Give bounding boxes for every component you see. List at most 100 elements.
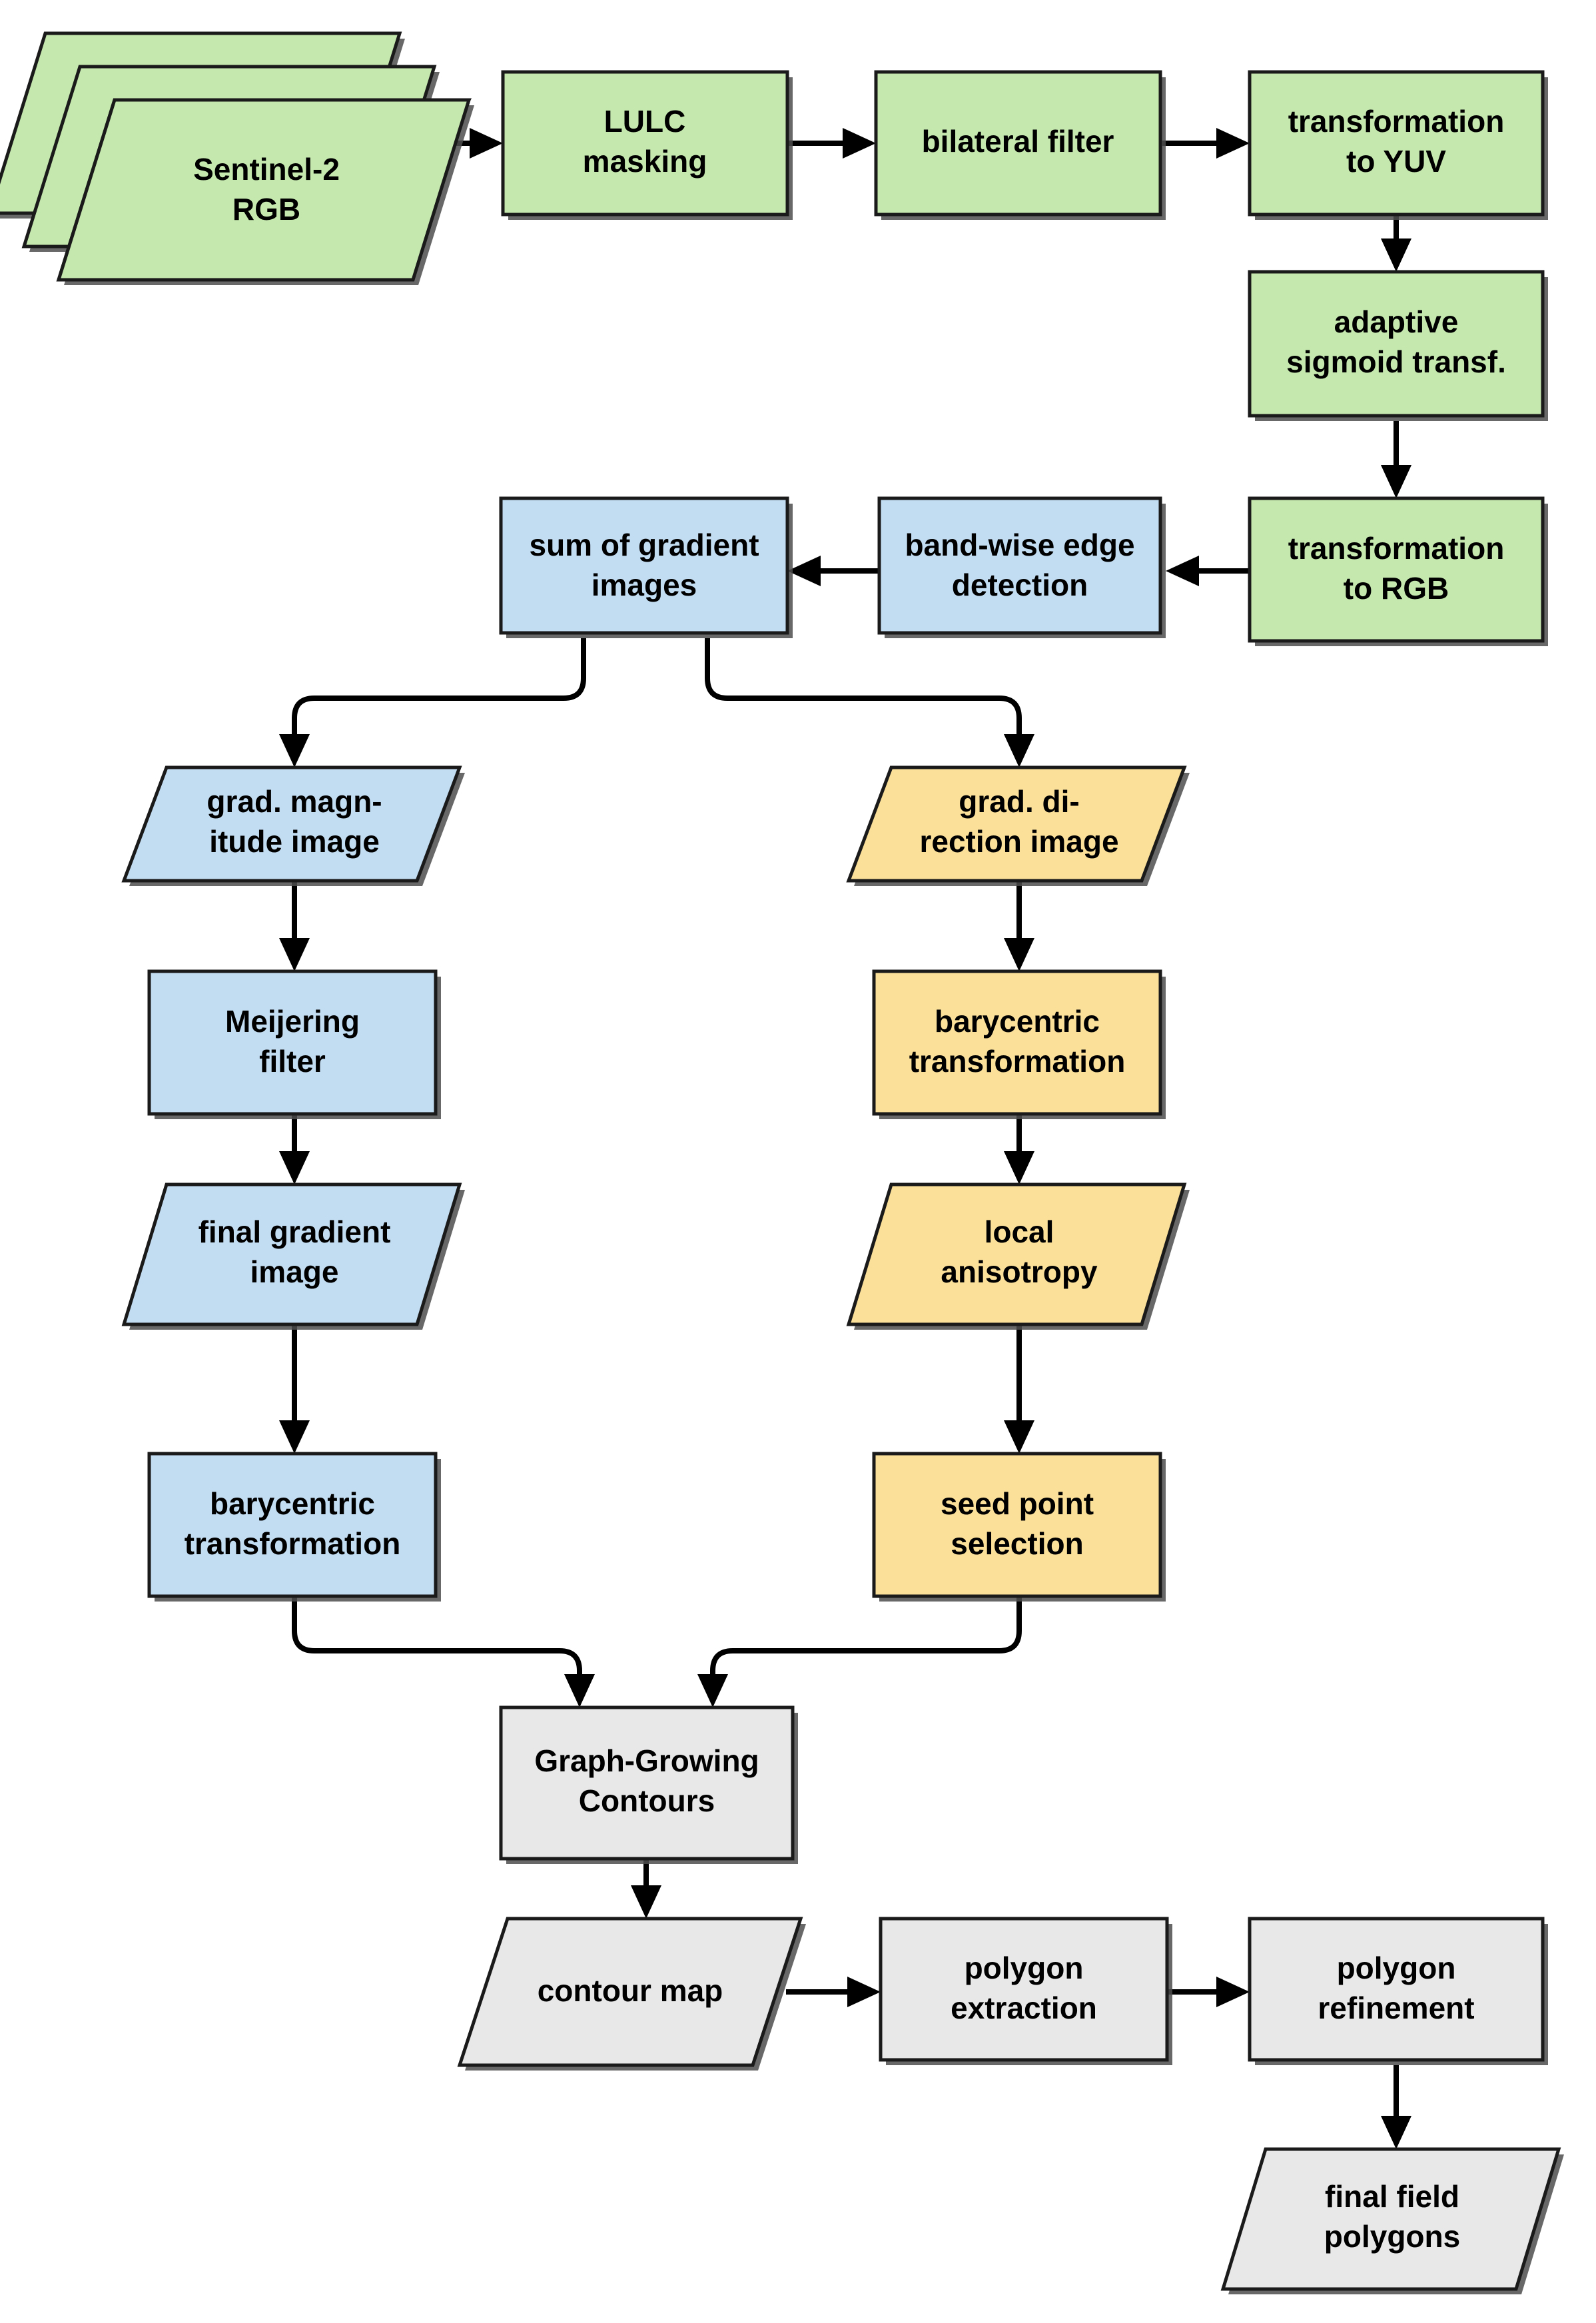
node-label-sentinel2-line2: RGB: [232, 192, 300, 227]
final-field-polygons-shape: [1220, 2147, 1561, 2291]
node-polygon-refinement[interactable]: polygon refinement: [1248, 1917, 1548, 2065]
lulc-masking-box: [501, 70, 789, 217]
node-label-edge-line2: detection: [952, 568, 1088, 602]
node-label-barycentric-right-line1: barycentric: [935, 1004, 1100, 1039]
final-gradient-image-shape: [121, 1182, 462, 1326]
node-barycentric-transformation-right[interactable]: barycentric transformation: [872, 969, 1166, 1119]
node-label-sigmoid-line2: sigmoid transf.: [1286, 344, 1506, 379]
node-bilateral-filter[interactable]: bilateral filter: [874, 70, 1166, 220]
node-label-grad-direction-line2: rection image: [919, 824, 1118, 859]
node-label-lulc-line1: LULC: [604, 104, 686, 139]
node-seed-point-selection[interactable]: seed point selection: [872, 1452, 1166, 1602]
node-label-meijering-line1: Meijering: [225, 1004, 360, 1039]
node-label-meijering-line2: filter: [259, 1044, 326, 1079]
edge-magnitude-to-meijering: [279, 881, 310, 971]
node-label-polygon-refinement-line2: refinement: [1318, 1991, 1474, 2025]
node-label-local-anisotropy-line1: local: [985, 1214, 1054, 1249]
edge-sum-to-grad-magnitude: [279, 638, 586, 767]
edge-bilateral-to-yuv: [1162, 128, 1250, 159]
edge-final-gradient-to-barycentric: [279, 1324, 310, 1454]
node-barycentric-transformation-left[interactable]: barycentric transformation: [147, 1452, 441, 1602]
node-label-seed-point-line1: seed point: [941, 1486, 1094, 1521]
grad-direction-image-shape: [846, 765, 1187, 883]
node-sentinel2-rgb[interactable]: Sentinel-2 RGB: [0, 31, 474, 285]
node-label-polygon-extraction-line2: extraction: [951, 1991, 1097, 2025]
node-label-barycentric-left-line1: barycentric: [210, 1486, 375, 1521]
node-label-final-gradient-line2: image: [250, 1254, 339, 1289]
node-grad-magnitude-image[interactable]: grad. magn- itude image: [121, 765, 465, 886]
node-contour-map[interactable]: contour map: [457, 1917, 806, 2071]
edge-sum-to-grad-direction: [705, 638, 1034, 767]
node-transformation-to-yuv[interactable]: transformation to YUV: [1248, 70, 1548, 220]
node-label-polygon-extraction-line1: polygon: [965, 1951, 1084, 1985]
edge-yuv-to-sigmoid: [1381, 215, 1411, 272]
node-label-barycentric-right-line2: transformation: [909, 1044, 1126, 1079]
node-adaptive-sigmoid-transform[interactable]: adaptive sigmoid transf.: [1248, 270, 1548, 421]
edge-refinement-to-final-polygons: [1381, 2065, 1411, 2149]
node-lulc-masking[interactable]: LULC masking: [501, 70, 793, 220]
bilateral-filter-box: [874, 70, 1162, 217]
node-label-polygon-refinement-line1: polygon: [1337, 1951, 1456, 1985]
node-sum-of-gradient-images[interactable]: sum of gradient images: [499, 496, 793, 638]
node-label-lulc-line2: masking: [583, 144, 707, 179]
polygon-refinement-box: [1248, 1917, 1545, 2062]
band-wise-edge-detection-box: [877, 496, 1162, 635]
contour-map-shape: [457, 1917, 803, 2067]
node-label-final-gradient-line1: final gradient: [199, 1214, 391, 1249]
node-label-sentinel2-line1: Sentinel-2: [193, 152, 340, 187]
node-label-graph-growing-line1: Graph-Growing: [534, 1743, 759, 1778]
node-local-anisotropy[interactable]: local anisotropy: [846, 1182, 1190, 1330]
node-label-local-anisotropy-line2: anisotropy: [941, 1254, 1098, 1289]
seed-point-selection-box: [872, 1452, 1162, 1598]
graph-growing-contours-box: [499, 1705, 795, 1861]
node-label-grad-magnitude-line1: grad. magn-: [206, 784, 382, 819]
node-final-field-polygons[interactable]: final field polygons: [1220, 2147, 1564, 2294]
transformation-to-rgb-box: [1248, 496, 1545, 643]
edge-graph-to-contour-map: [631, 1859, 661, 1919]
node-final-gradient-image[interactable]: final gradient image: [121, 1182, 465, 1330]
adaptive-sigmoid-box: [1248, 270, 1545, 418]
node-label-graph-growing-line2: Contours: [579, 1783, 715, 1818]
node-label-contour-map: contour map: [538, 1973, 723, 2008]
node-transformation-to-rgb[interactable]: transformation to RGB: [1248, 496, 1548, 646]
node-grad-direction-image[interactable]: grad. di- rection image: [846, 765, 1190, 886]
edge-direction-to-barycentric: [1004, 881, 1034, 971]
barycentric-transformation-left-box: [147, 1452, 438, 1598]
meijering-filter-box: [147, 969, 438, 1116]
node-label-seed-point-line2: selection: [951, 1526, 1083, 1561]
edge-contour-to-extraction: [786, 1977, 881, 2007]
edge-meijering-to-final-gradient: [279, 1114, 310, 1184]
node-label-grad-magnitude-line2: itude image: [209, 824, 380, 859]
node-label-edge-line1: band-wise edge: [905, 528, 1134, 562]
local-anisotropy-shape: [846, 1182, 1187, 1326]
node-graph-growing-contours[interactable]: Graph-Growing Contours: [499, 1705, 798, 1864]
grad-magnitude-image-shape: [121, 765, 462, 883]
node-label-yuv-line2: to YUV: [1346, 144, 1446, 179]
node-label-sum-line1: sum of gradient: [529, 528, 759, 562]
edge-sigmoid-to-rgb: [1381, 421, 1411, 498]
node-label-barycentric-left-line2: transformation: [185, 1526, 401, 1561]
edge-anisotropy-to-seed-point: [1004, 1324, 1034, 1454]
edge-lulc-to-bilateral: [787, 128, 876, 159]
transformation-to-yuv-box: [1248, 70, 1545, 217]
node-label-sigmoid-line1: adaptive: [1334, 304, 1459, 339]
node-band-wise-edge-detection[interactable]: band-wise edge detection: [877, 496, 1166, 638]
node-label-grad-direction-line1: grad. di-: [959, 784, 1079, 819]
polygon-extraction-box: [879, 1917, 1169, 2062]
node-label-final-polygons-line2: polygons: [1324, 2219, 1460, 2254]
node-label-rgb-line2: to RGB: [1344, 571, 1449, 606]
edge-layer: [279, 128, 1411, 2149]
edge-seed-point-to-graph: [697, 1596, 1022, 1707]
node-label-bilateral: bilateral filter: [922, 124, 1114, 159]
edge-detection-to-sum: [787, 556, 879, 586]
node-label-final-polygons-line1: final field: [1325, 2179, 1459, 2214]
edge-rgb-to-edge-detection: [1166, 556, 1250, 586]
sentinel2-sheet-front-clean: [56, 98, 472, 282]
node-label-rgb-line1: transformation: [1288, 531, 1505, 566]
sum-of-gradient-images-box: [499, 496, 789, 635]
edge-extraction-to-refinement: [1167, 1977, 1250, 2007]
node-meijering-filter[interactable]: Meijering filter: [147, 969, 441, 1119]
node-polygon-extraction[interactable]: polygon extraction: [879, 1917, 1172, 2065]
